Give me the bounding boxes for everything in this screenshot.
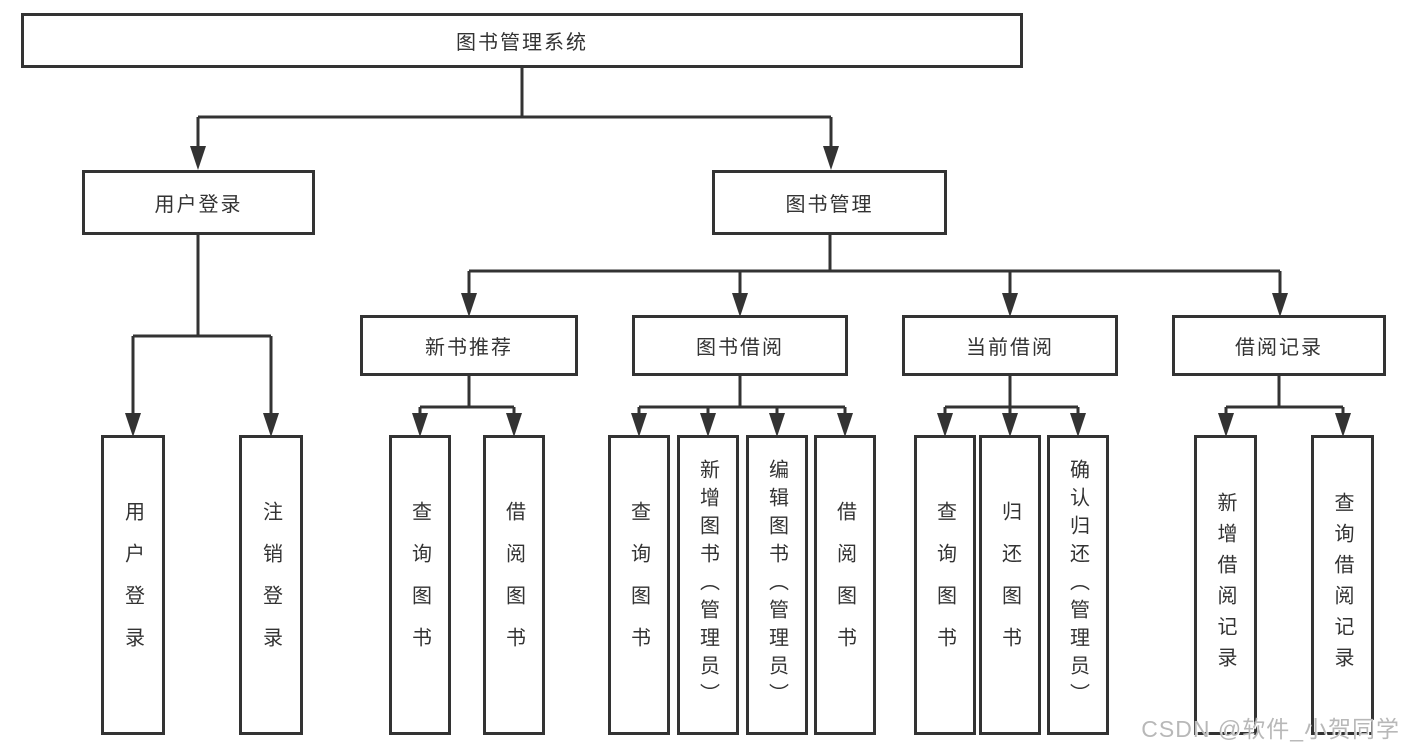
connector-mgmt-to-level2: [461, 235, 1288, 317]
node-user-login: 用户登录: [82, 170, 315, 235]
node-book-borrow: 图书借阅: [632, 315, 848, 376]
node-label: 查询借阅记录: [1331, 492, 1353, 678]
node-label: 查询图书: [933, 501, 956, 669]
connector-recommend-to-leaves: [412, 376, 522, 437]
node-label: 当前借阅: [966, 337, 1054, 359]
node-label: 查询图书: [627, 501, 650, 669]
connector-records-to-leaves: [1218, 376, 1351, 437]
leaf-return-books: 归还图书: [979, 435, 1041, 735]
leaf-logout: 注销登录: [239, 435, 303, 735]
node-label: 借阅记录: [1235, 337, 1323, 359]
leaf-user-login: 用户登录: [101, 435, 165, 735]
leaf-query-books-recommend: 查询图书: [389, 435, 451, 735]
node-label: 图书借阅: [696, 337, 784, 359]
node-label: 新增图书（管理员）: [696, 459, 719, 711]
node-label: 用户登录: [121, 501, 144, 669]
leaf-confirm-return-admin: 确认归还（管理员）: [1047, 435, 1109, 735]
leaf-query-borrow-record: 查询借阅记录: [1311, 435, 1374, 735]
node-borrow-records: 借阅记录: [1172, 315, 1386, 376]
node-label: 确认归还（管理员）: [1066, 459, 1089, 711]
node-label: 新书推荐: [425, 337, 513, 359]
node-label: 归还图书: [998, 501, 1021, 669]
leaf-query-books-current: 查询图书: [914, 435, 976, 735]
node-label: 编辑图书（管理员）: [765, 459, 788, 711]
connector-borrow-to-leaves: [631, 376, 853, 437]
node-label: 图书管理系统: [456, 32, 588, 54]
node-label: 注销登录: [259, 501, 282, 669]
node-label: 用户登录: [154, 194, 243, 216]
node-library-system: 图书管理系统: [21, 13, 1023, 68]
leaf-add-book-admin: 新增图书（管理员）: [677, 435, 739, 735]
node-new-book-recommend: 新书推荐: [360, 315, 578, 376]
csdn-watermark: CSDN @软件_小贺同学: [1141, 716, 1400, 742]
connector-login-to-leaves: [125, 235, 279, 437]
leaf-borrow-books-recommend: 借阅图书: [483, 435, 545, 735]
leaf-query-books-borrow: 查询图书: [608, 435, 670, 735]
node-label: 图书管理: [785, 194, 874, 216]
connector-root-to-level1: [190, 68, 839, 170]
node-label: 新增借阅记录: [1214, 492, 1236, 678]
leaf-edit-book-admin: 编辑图书（管理员）: [746, 435, 808, 735]
node-book-management: 图书管理: [712, 170, 947, 235]
node-label: 借阅图书: [833, 501, 856, 669]
node-current-borrow: 当前借阅: [902, 315, 1118, 376]
node-label: 查询图书: [408, 501, 431, 669]
connector-current-to-leaves: [937, 376, 1086, 437]
leaf-borrow-books: 借阅图书: [814, 435, 876, 735]
node-label: 借阅图书: [502, 501, 525, 669]
leaf-add-borrow-record: 新增借阅记录: [1194, 435, 1257, 735]
